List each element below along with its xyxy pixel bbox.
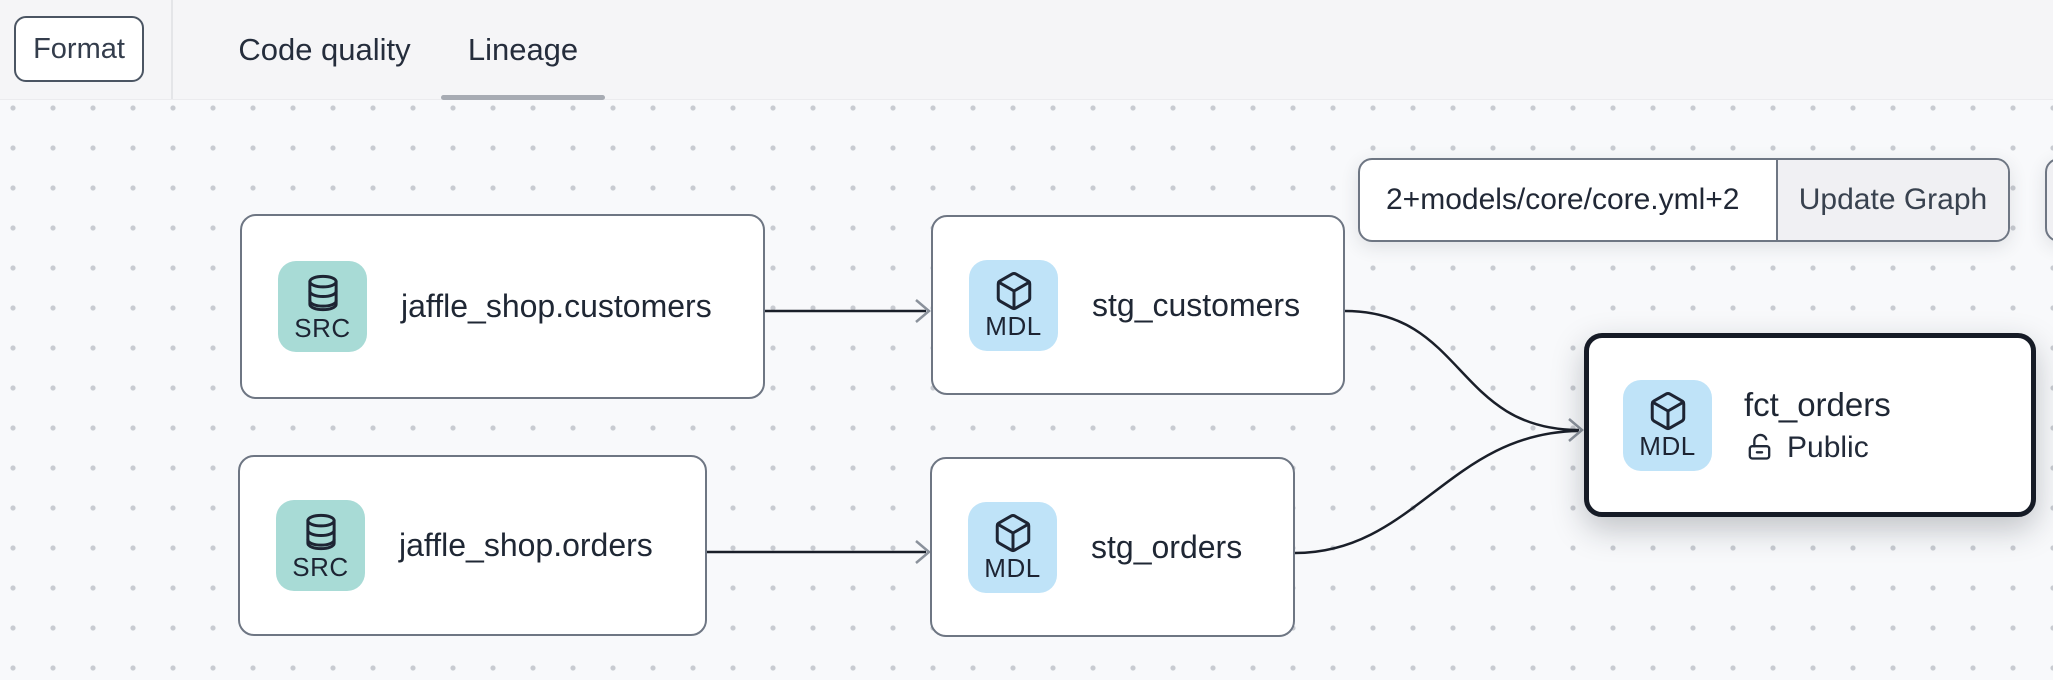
badge-label: MDL (1639, 431, 1696, 461)
badge-label: SRC (292, 551, 349, 582)
access-label: Public (1787, 430, 1869, 464)
toolbar: Format Code quality Lineage (0, 0, 2053, 100)
node-label: fct_orders (1744, 385, 1891, 423)
node-source-jaffle-shop-orders[interactable]: SRC jaffle_shop.orders (238, 455, 707, 636)
lineage-selector-input[interactable] (1360, 160, 1776, 240)
source-badge: SRC (276, 500, 365, 591)
model-badge: MDL (1623, 379, 1712, 471)
toolbar-divider (171, 0, 173, 99)
active-tab-underline (441, 95, 605, 100)
node-access-row: Public (1744, 431, 1891, 465)
node-label: jaffle_shop.orders (399, 527, 653, 563)
node-label: stg_customers (1092, 286, 1301, 323)
cube-icon (996, 272, 1031, 311)
node-model-fct-orders-selected[interactable]: MDL fct_orders Public (1584, 333, 2036, 517)
tab-code-quality[interactable]: Code quality (208, 0, 441, 100)
node-model-stg-orders[interactable]: MDL stg_orders (930, 457, 1295, 637)
model-badge: MDL (968, 501, 1057, 593)
update-graph-button[interactable]: Update Graph (1776, 160, 2008, 240)
badge-label: MDL (984, 553, 1041, 583)
clipped-edge-button[interactable] (2045, 158, 2053, 242)
lineage-selector-group: Update Graph (1358, 158, 2010, 242)
database-icon (305, 513, 336, 550)
format-button[interactable]: Format (14, 16, 144, 82)
tab-lineage-label: Lineage (467, 32, 579, 67)
cube-icon (995, 514, 1030, 553)
source-badge: SRC (278, 261, 367, 352)
lock-open-icon (1748, 433, 1771, 460)
tab-code-quality-label: Code quality (238, 32, 411, 67)
node-model-stg-customers[interactable]: MDL stg_customers (931, 215, 1345, 395)
cube-icon (1650, 392, 1685, 431)
badge-label: SRC (294, 312, 351, 343)
tab-lineage[interactable]: Lineage (441, 0, 605, 100)
node-label: stg_orders (1091, 528, 1243, 565)
database-icon (307, 274, 338, 311)
node-label: jaffle_shop.customers (401, 288, 712, 324)
node-source-jaffle-shop-customers[interactable]: SRC jaffle_shop.customers (240, 214, 765, 399)
badge-label: MDL (985, 311, 1042, 341)
model-badge: MDL (969, 259, 1058, 351)
